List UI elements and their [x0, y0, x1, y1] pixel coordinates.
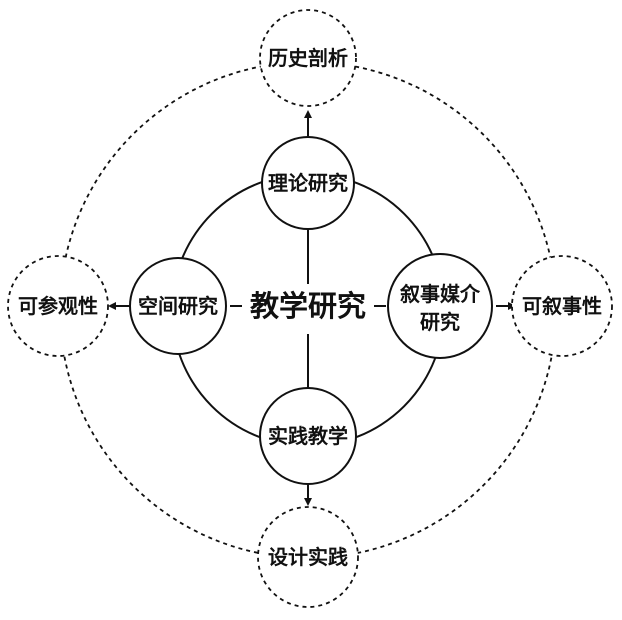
inner-node-top-label: 理论研究 [268, 171, 348, 195]
inner-node-right: 叙事媒介 研究 [387, 253, 493, 359]
inner-node-right-label-line1: 叙事媒介 [400, 282, 481, 306]
outer-node-right: 可叙事性 [511, 255, 613, 357]
inner-node-bottom: 实践教学 [259, 387, 357, 485]
outer-node-top: 历史剖析 [259, 9, 357, 107]
center-label: 教学研究 [250, 289, 366, 323]
outer-node-top-label: 历史剖析 [268, 46, 348, 70]
inner-node-right-label-line2: 研究 [420, 310, 460, 334]
inner-node-top: 理论研究 [261, 136, 355, 230]
inner-node-bottom-label: 实践教学 [268, 424, 348, 448]
outer-node-bottom: 设计实践 [257, 506, 359, 608]
outer-node-bottom-label: 设计实践 [268, 545, 348, 569]
inner-node-left-label: 空间研究 [138, 294, 218, 318]
outer-node-right-label: 可叙事性 [522, 294, 602, 318]
outer-node-left: 可参观性 [7, 255, 109, 357]
outer-node-left-label: 可参观性 [18, 294, 98, 318]
inner-node-left: 空间研究 [129, 257, 227, 355]
